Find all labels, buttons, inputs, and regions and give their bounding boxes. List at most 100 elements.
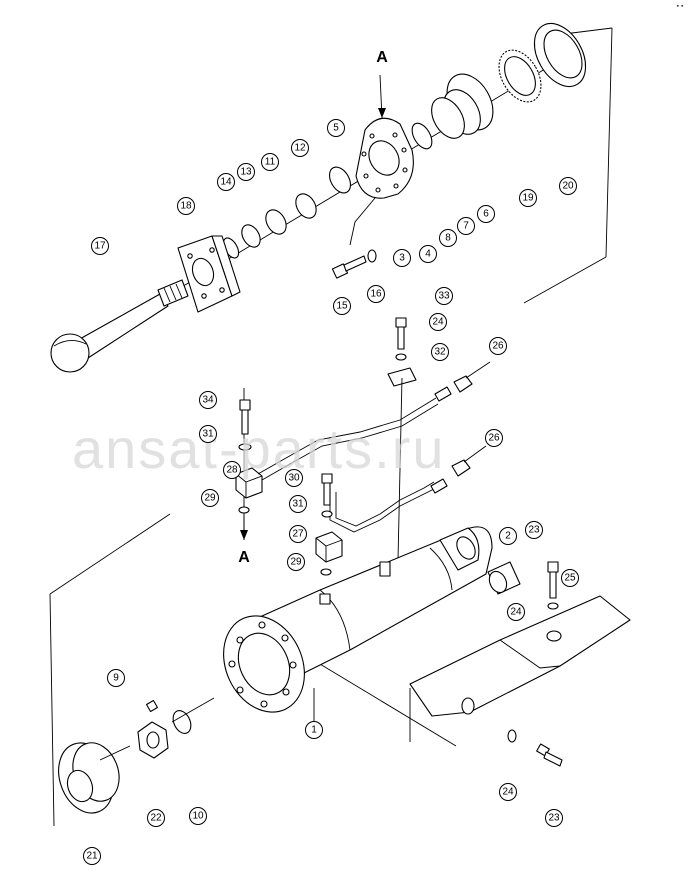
callout-circle — [177, 197, 195, 215]
watermark: ansat-parts.ru — [72, 417, 446, 480]
callout-circle — [489, 337, 507, 355]
callout-circle — [367, 285, 385, 303]
callout-number: 31 — [202, 429, 214, 440]
leader-oring-to-cylinder — [171, 697, 215, 723]
callout-24: 24 — [507, 603, 525, 621]
part-29-oring-upper — [238, 506, 250, 514]
callout-circle — [525, 521, 543, 539]
callout-31: 31 — [289, 495, 307, 513]
callout-number: 27 — [292, 529, 304, 540]
callout-circle — [499, 527, 517, 545]
callout-circle — [223, 461, 241, 479]
part-3-flange — [355, 117, 414, 199]
callout-33: 33 — [435, 287, 453, 305]
part-11-washer — [265, 209, 287, 235]
pipe-lower-a — [329, 487, 437, 533]
callout-circle — [199, 425, 217, 443]
part-32-clamp — [387, 367, 417, 387]
callout-circle — [289, 525, 307, 543]
frame-line-lower-right — [299, 651, 457, 747]
callout-number: 21 — [86, 851, 98, 862]
frame-line-bottom — [523, 256, 607, 304]
section-label-bottom: A — [238, 549, 250, 566]
callout-20: 20 — [559, 177, 577, 195]
leader-26-lower — [463, 445, 487, 463]
callout-number: 4 — [425, 249, 431, 260]
part-24-washer-lower — [507, 729, 517, 743]
section-label-top: A — [376, 49, 388, 66]
callout-circle — [419, 245, 437, 263]
callout-number: 33 — [438, 291, 450, 302]
pipe-lower-b — [335, 481, 435, 527]
part-25-bracket — [409, 595, 631, 717]
callout-15: 15 — [333, 297, 351, 315]
callout-circle — [261, 153, 279, 171]
callout-number: 1 — [311, 725, 317, 736]
callout-30: 30 — [285, 469, 303, 487]
part-21-piston — [58, 742, 131, 814]
callout-23: 23 — [525, 521, 543, 539]
callout-1: 1 — [305, 721, 323, 739]
callout-12: 12 — [291, 139, 309, 157]
leader-clamp-down — [397, 377, 403, 561]
callout-34: 34 — [199, 391, 217, 409]
pipe-lower-fitting — [430, 478, 448, 494]
part-26-nut-lower — [451, 459, 471, 477]
callout-number: 26 — [492, 341, 504, 352]
part-1-cylinder — [223, 526, 493, 713]
callout-number: 24 — [432, 317, 444, 328]
part-20-ring — [533, 23, 587, 87]
part-23-bolt-lower — [536, 743, 563, 767]
callout-circle — [477, 205, 495, 223]
callout-26: 26 — [489, 337, 507, 355]
part-28-block — [235, 467, 263, 499]
callout-29: 29 — [287, 553, 305, 571]
part-13-washer — [241, 224, 261, 248]
frame-line-lower-top — [49, 513, 171, 595]
part-5-seal — [328, 166, 352, 194]
callout-circle — [217, 173, 235, 191]
part-31-washer-upper — [238, 443, 252, 451]
callout-circle — [507, 603, 525, 621]
section-arrow-a-bottom-head — [240, 530, 248, 540]
callout-number: 16 — [370, 289, 382, 300]
callout-circle — [431, 343, 449, 361]
callout-number: 13 — [240, 167, 252, 178]
callout-number: 18 — [180, 201, 192, 212]
callout-number: 6 — [483, 209, 489, 220]
callout-circle — [561, 569, 579, 587]
leader-flange-bolt — [349, 197, 376, 246]
callout-6: 6 — [477, 205, 495, 223]
part-12-seal — [295, 193, 317, 219]
callout-23: 23 — [545, 809, 563, 827]
part-15-bolt — [331, 255, 367, 279]
callout-circle — [435, 287, 453, 305]
callout-22: 22 — [147, 809, 165, 827]
part-26-nut-upper — [453, 375, 473, 393]
part-17-lever — [50, 279, 189, 373]
callout-24: 24 — [499, 783, 517, 801]
part-18-square-mount — [177, 235, 241, 313]
callout-13: 13 — [237, 163, 255, 181]
callout-number: 5 — [333, 123, 339, 134]
callout-circle — [199, 391, 217, 409]
callout-29: 29 — [201, 489, 219, 507]
callout-number: 23 — [528, 525, 540, 536]
callout-number: 12 — [294, 143, 306, 154]
callout-2: 2 — [499, 527, 517, 545]
callout-number: 17 — [94, 241, 106, 252]
callout-4: 4 — [419, 245, 437, 263]
pipe-upper-b — [261, 403, 439, 481]
callout-9: 9 — [107, 669, 125, 687]
callout-28: 28 — [223, 461, 241, 479]
callout-number: 29 — [204, 493, 216, 504]
part-34-bolt — [239, 399, 251, 435]
corner-mark: ▪ ▪ — [677, 3, 684, 10]
callout-number: 20 — [562, 181, 574, 192]
part-2-bushing — [487, 561, 521, 595]
part-19-toothed-ring — [498, 49, 542, 103]
callout-27: 27 — [289, 525, 307, 543]
frame-line-lower-left — [49, 593, 55, 827]
callout-circle — [499, 783, 517, 801]
